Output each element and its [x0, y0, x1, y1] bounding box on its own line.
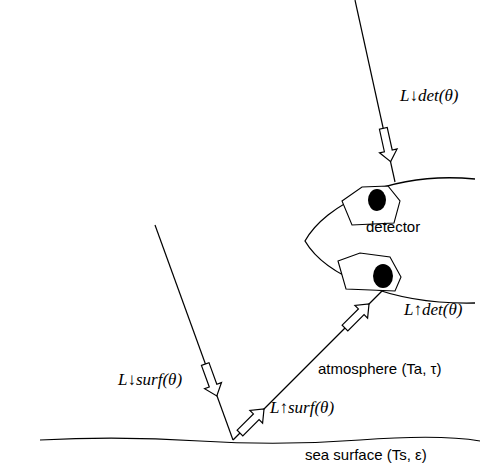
radiance-label: L↓det(θ) — [400, 86, 458, 106]
radiance-arrow — [237, 409, 264, 436]
detector-housing — [305, 178, 475, 303]
radiance-label: L↑det(θ) — [404, 300, 462, 320]
radiance-label: L↓surf(θ) — [118, 370, 182, 390]
radiance-arrow — [379, 128, 397, 162]
region-label: sea surface (Ts, ε) — [305, 446, 427, 463]
sensor-element — [373, 264, 393, 288]
region-label: atmosphere (Ta, τ) — [318, 360, 441, 377]
radiance-arrow — [342, 304, 369, 331]
sea-surface-line — [40, 437, 480, 443]
detector-outline — [300, 165, 498, 313]
radiance-arrow — [201, 363, 221, 396]
incident-ray — [155, 225, 233, 440]
detector-label: detector — [366, 218, 420, 235]
radiance-label: L↑surf(θ) — [270, 398, 334, 418]
sensor-element — [368, 189, 386, 211]
detector-body: detector — [300, 165, 498, 313]
sensor-window — [338, 253, 401, 291]
